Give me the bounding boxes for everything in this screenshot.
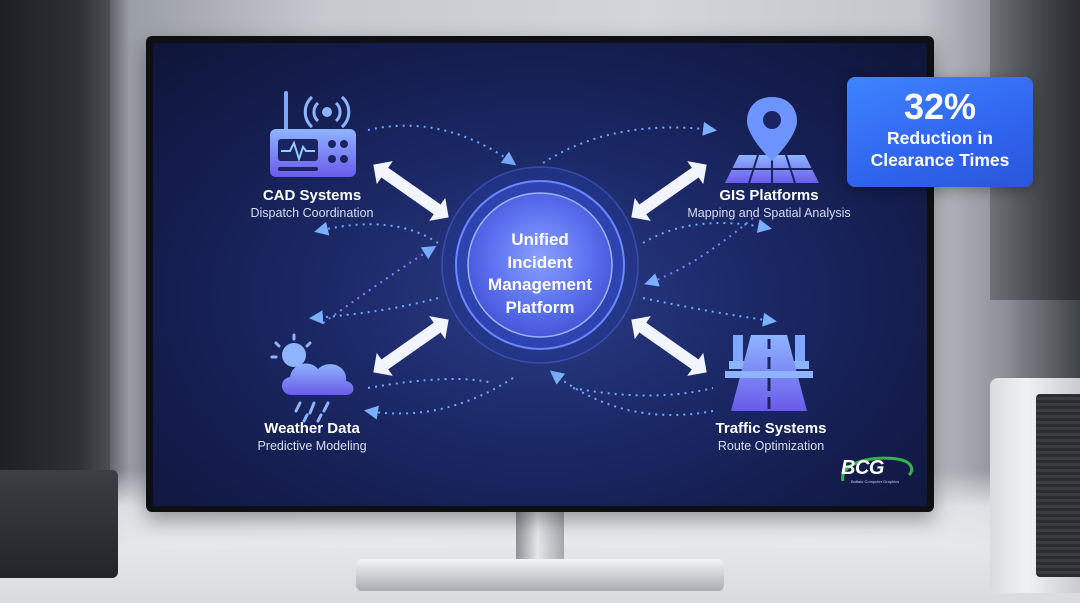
cad-systems-title: CAD Systems xyxy=(262,187,362,204)
hub-core xyxy=(467,192,613,338)
stat-line-1: Reduction in xyxy=(887,128,993,148)
hub-line: Management xyxy=(488,275,592,294)
left-desk-device xyxy=(0,470,118,578)
diagram-graphics xyxy=(270,91,914,482)
gis-platforms-title: GIS Platforms xyxy=(719,187,819,204)
cloud-rain-icon xyxy=(270,333,354,423)
bidirectional-arrows xyxy=(373,161,707,376)
bcg-logo-text: BCG xyxy=(841,457,884,479)
hub-line: Incident xyxy=(507,252,573,272)
stat-line-2: Clearance Times xyxy=(870,150,1010,170)
highway-icon xyxy=(725,335,813,411)
left-wall-panel xyxy=(0,0,110,560)
traffic-systems-title: Traffic Systems xyxy=(715,420,827,437)
stat-value: 32% xyxy=(903,86,977,127)
monitor-stand-neck xyxy=(516,506,564,566)
bcg-logo xyxy=(841,456,914,482)
monitor-screen: Unified Incident Management Platform CAD… xyxy=(153,43,927,506)
hub-line: Unified xyxy=(511,230,569,249)
right-speaker xyxy=(990,378,1080,593)
speaker-grille xyxy=(1036,394,1080,577)
gis-platforms-subtitle: Mapping and Spatial Analysis xyxy=(687,206,851,220)
dispatch-radio-icon xyxy=(270,91,356,177)
weather-data-title: Weather Data xyxy=(264,420,360,437)
map-pin-icon xyxy=(725,97,819,184)
traffic-systems-subtitle: Route Optimization xyxy=(717,439,825,453)
hub-line: Platform xyxy=(505,297,575,317)
weather-data-subtitle: Predictive Modeling xyxy=(257,439,367,453)
monitor-stand-base xyxy=(356,559,724,591)
hub-label: Unified Incident Management Platform xyxy=(475,229,605,319)
cad-systems-subtitle: Dispatch Coordination xyxy=(250,206,374,220)
bcg-logo-tagline: Buffalo Computer Graphics xyxy=(851,479,900,484)
stat-badge: 32% Reduction in Clearance Times xyxy=(847,77,1033,187)
